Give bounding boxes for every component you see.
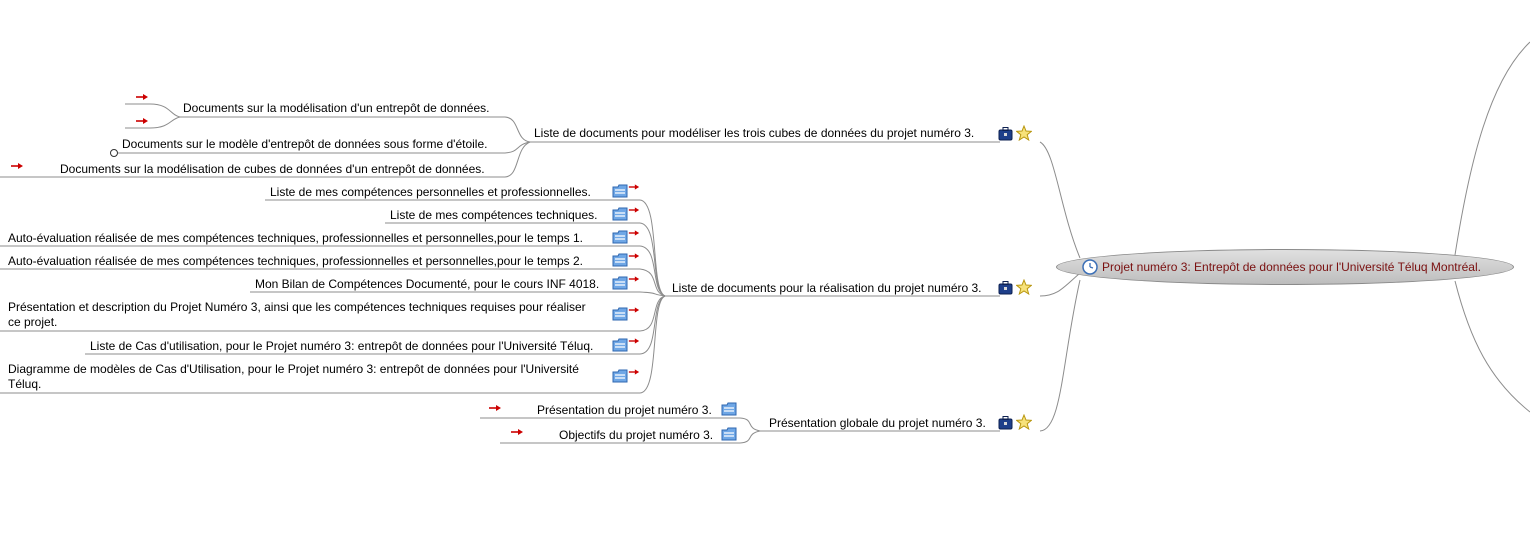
link-arrow-icon[interactable] <box>135 92 149 102</box>
presentation-child-label: Présentation du projet numéro 3. <box>537 403 712 418</box>
folder-icon[interactable] <box>612 338 628 352</box>
link-arrow-icon[interactable] <box>628 205 640 215</box>
folder-icon[interactable] <box>612 184 628 198</box>
link-arrow-icon[interactable] <box>628 251 640 261</box>
model-child-3[interactable]: Documents sur la modélisation de cubes d… <box>60 162 485 177</box>
briefcase-icon <box>998 415 1013 429</box>
realisation-child-label: Mon Bilan de Compétences Documenté, pour… <box>255 277 600 292</box>
model-child-label: Documents sur la modélisation d'un entre… <box>183 101 490 116</box>
folder-icon[interactable] <box>721 402 737 416</box>
realisation-child-2[interactable]: Liste de mes compétences techniques. <box>390 208 597 223</box>
collapse-toggle-icon[interactable] <box>110 149 118 157</box>
folder-icon[interactable] <box>612 253 628 267</box>
realisation-child-label: Présentation et description du Projet Nu… <box>8 300 586 329</box>
model-child-1[interactable]: Documents sur la modélisation d'un entre… <box>183 101 489 116</box>
realisation-child-label: Auto-évaluation réalisée de mes compéten… <box>8 254 584 269</box>
folder-icon[interactable] <box>612 307 628 321</box>
briefcase-icon <box>998 126 1013 140</box>
realisation-child-4[interactable]: Auto-évaluation réalisée de mes compéten… <box>8 254 583 269</box>
link-arrow-icon[interactable] <box>510 427 524 437</box>
root-node[interactable] <box>1056 249 1514 285</box>
realisation-child-label: Auto-évaluation réalisée de mes compéten… <box>8 231 584 246</box>
star-icon <box>1016 125 1033 141</box>
folder-icon[interactable] <box>612 369 628 383</box>
branch-model-node[interactable]: Liste de documents pour modéliser les tr… <box>534 126 974 141</box>
branch-label: Liste de documents pour modéliser les tr… <box>534 126 975 141</box>
folder-icon[interactable] <box>612 230 628 244</box>
root-node-label: Projet numéro 3: Entrepôt de données pou… <box>1102 260 1481 274</box>
presentation-child-label: Objectifs du projet numéro 3. <box>559 428 714 443</box>
model-child-label: Documents sur la modélisation de cubes d… <box>60 162 485 177</box>
link-arrow-icon[interactable] <box>628 182 640 192</box>
link-arrow-icon[interactable] <box>488 403 502 413</box>
presentation-child-2[interactable]: Objectifs du projet numéro 3. <box>559 428 713 443</box>
branch-label: Liste de documents pour la réalisation d… <box>672 281 982 296</box>
link-arrow-icon[interactable] <box>10 161 24 171</box>
presentation-child-1[interactable]: Présentation du projet numéro 3. <box>537 403 712 418</box>
link-arrow-icon[interactable] <box>628 228 640 238</box>
star-icon <box>1016 279 1033 295</box>
realisation-child-8[interactable]: Diagramme de modèles de Cas d'Utilisatio… <box>8 362 608 392</box>
folder-icon[interactable] <box>721 427 737 441</box>
folder-icon[interactable] <box>612 207 628 221</box>
clock-icon <box>1082 259 1098 275</box>
star-icon <box>1016 414 1033 430</box>
realisation-child-7[interactable]: Liste de Cas d'utilisation, pour le Proj… <box>90 339 593 354</box>
link-arrow-icon[interactable] <box>628 305 640 315</box>
branch-presentation-icons <box>998 414 1033 430</box>
folder-icon[interactable] <box>612 276 628 290</box>
branch-realisation-node[interactable]: Liste de documents pour la réalisation d… <box>672 281 982 296</box>
realisation-child-label: Diagramme de modèles de Cas d'Utilisatio… <box>8 362 579 391</box>
realisation-child-label: Liste de mes compétences techniques. <box>390 208 598 223</box>
realisation-child-5[interactable]: Mon Bilan de Compétences Documenté, pour… <box>255 277 599 292</box>
realisation-child-label: Liste de Cas d'utilisation, pour le Proj… <box>90 339 594 354</box>
branch-model-icons <box>998 125 1033 141</box>
link-arrow-icon[interactable] <box>628 274 640 284</box>
realisation-child-6[interactable]: Présentation et description du Projet Nu… <box>8 300 598 330</box>
link-arrow-icon[interactable] <box>135 116 149 126</box>
realisation-child-1[interactable]: Liste de mes compétences personnelles et… <box>270 185 591 200</box>
link-arrow-icon[interactable] <box>628 336 640 346</box>
link-arrow-icon[interactable] <box>628 367 640 377</box>
branch-realisation-icons <box>998 279 1033 295</box>
model-child-label: Documents sur le modèle d'entrepôt de do… <box>122 137 488 152</box>
realisation-child-3[interactable]: Auto-évaluation réalisée de mes compéten… <box>8 231 583 246</box>
branch-label: Présentation globale du projet numéro 3. <box>769 416 986 431</box>
branch-presentation-node[interactable]: Présentation globale du projet numéro 3. <box>769 416 986 431</box>
model-child-2[interactable]: Documents sur le modèle d'entrepôt de do… <box>122 137 487 152</box>
realisation-child-label: Liste de mes compétences personnelles et… <box>270 185 591 200</box>
briefcase-icon <box>998 280 1013 294</box>
